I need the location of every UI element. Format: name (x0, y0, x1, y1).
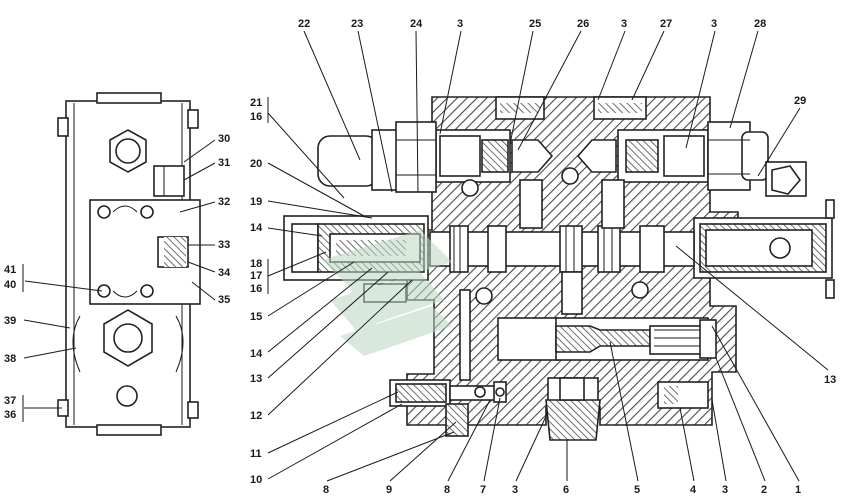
watermark-logo (322, 230, 452, 356)
label-4: 4 (690, 484, 697, 496)
label-27: 27 (660, 18, 672, 30)
label-21: 21 (250, 97, 262, 109)
label-33: 33 (218, 239, 230, 251)
label-13b: 13 (824, 374, 836, 386)
label-23: 23 (351, 18, 363, 30)
label-19: 19 (250, 196, 262, 208)
label-18: 18 (250, 258, 262, 270)
main-section (283, 96, 835, 441)
label-31: 31 (218, 157, 230, 169)
side-view-bottom-cap (96, 424, 162, 436)
label-29: 29 (794, 95, 806, 107)
label-10: 10 (250, 474, 262, 486)
bracket-31 (153, 165, 185, 197)
label-40: 40 (4, 279, 16, 291)
label-2: 2 (761, 484, 767, 496)
side-view-top-cap (96, 92, 162, 104)
label-35: 35 (218, 294, 230, 306)
label-9: 9 (386, 484, 392, 496)
label-8a: 8 (323, 484, 329, 496)
label-3d: 3 (512, 484, 518, 496)
label-6: 6 (563, 484, 569, 496)
label-34: 34 (218, 267, 231, 279)
label-25: 25 (529, 18, 541, 30)
label-3c: 3 (711, 18, 717, 30)
label-3e: 3 (722, 484, 728, 496)
label-20: 20 (250, 158, 262, 170)
label-11: 11 (250, 448, 262, 460)
label-32: 32 (218, 196, 230, 208)
top-labels: 22 23 24 3 25 26 3 27 3 28 29 (298, 18, 806, 193)
label-14a: 14 (250, 222, 263, 234)
label-8b: 8 (444, 484, 450, 496)
label-16a: 16 (250, 111, 262, 123)
label-30: 30 (218, 133, 230, 145)
label-1: 1 (795, 484, 801, 496)
side-view (57, 92, 201, 436)
label-28: 28 (754, 18, 766, 30)
label-3b: 3 (621, 18, 627, 30)
side-view-labels: 30 31 32 33 34 35 41 40 39 38 37 36 (4, 133, 231, 422)
label-24: 24 (410, 18, 423, 30)
right-labels: 13 (675, 245, 836, 386)
label-15: 15 (250, 311, 262, 323)
port-lower (116, 385, 138, 407)
label-38: 38 (4, 353, 16, 365)
label-7: 7 (480, 484, 486, 496)
label-36: 36 (4, 409, 16, 421)
label-39: 39 (4, 315, 16, 327)
label-5: 5 (634, 484, 640, 496)
label-14b: 14 (250, 348, 263, 360)
label-37: 37 (4, 395, 16, 407)
label-3a: 3 (457, 18, 463, 30)
label-17: 17 (250, 270, 262, 282)
upper-left-labels: 21 16 20 19 14 18 17 16 15 14 13 12 11 1… (250, 97, 413, 486)
label-16b: 16 (250, 283, 262, 295)
label-41: 41 (4, 264, 16, 276)
plug-6 (545, 399, 601, 441)
label-12: 12 (250, 410, 262, 422)
bottom-labels: 8 9 8 7 3 6 5 4 3 2 1 (323, 325, 801, 496)
label-13a: 13 (250, 373, 262, 385)
label-26: 26 (577, 18, 589, 30)
label-22: 22 (298, 18, 310, 30)
